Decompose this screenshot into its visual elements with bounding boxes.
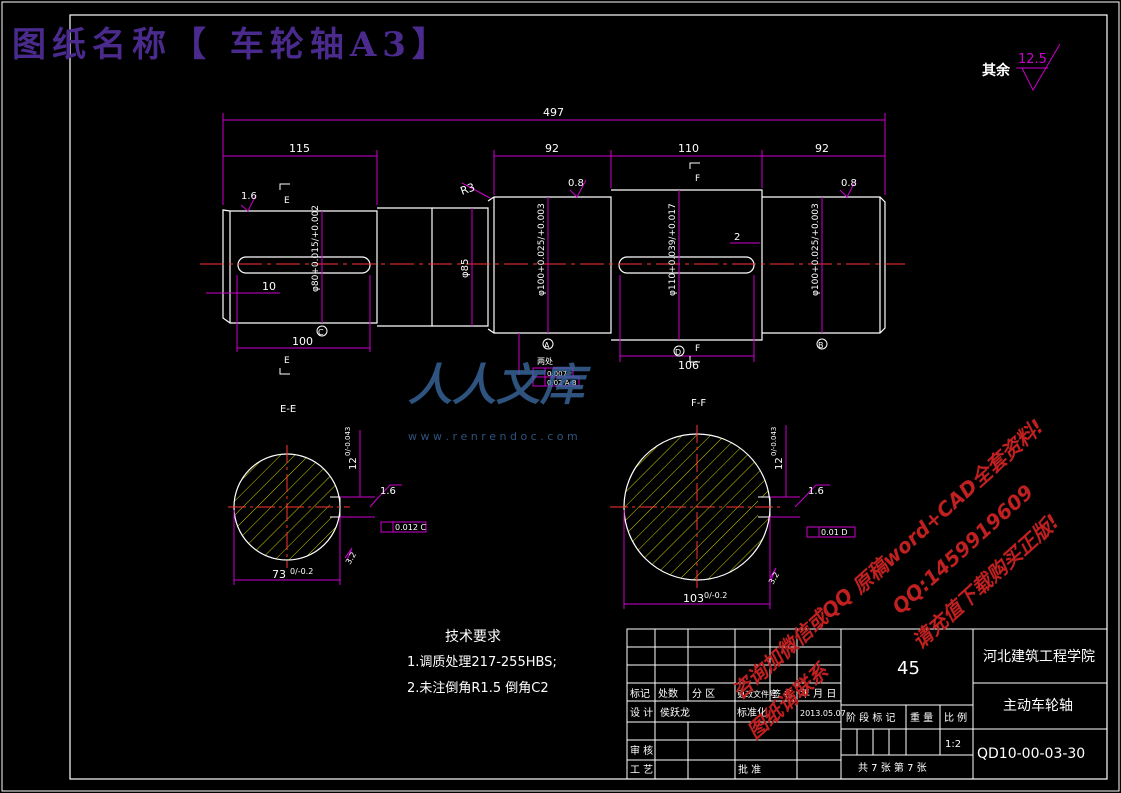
tb-r-designer: 侯跃龙 (660, 706, 690, 719)
section-ee-dims (233, 430, 427, 585)
dim-d80: φ80+0.015/+0.002 (311, 205, 321, 292)
gdt-label: 两处 (537, 356, 553, 366)
section-ff (610, 425, 780, 590)
ff-rough: 1.6 (808, 486, 824, 497)
ee-sym: 0.012 C (395, 523, 426, 532)
datum-label-4: B (818, 341, 824, 350)
dim-overall: 497 (543, 106, 564, 119)
gdt-tol-2: 0.02 A-B (547, 379, 577, 387)
tb-r-std: 标准化 (737, 706, 767, 719)
dim-d85: φ85 (460, 259, 471, 278)
tb-sheets: 共 7 张 第 7 张 (858, 761, 927, 774)
dim-radius: R3 (459, 181, 477, 198)
section-mark-f-bot: F (695, 344, 700, 354)
watermark-brand: 人人文库 (408, 360, 591, 411)
dim-keyway-left: 100 (292, 335, 313, 348)
dim-d110: φ110+0.039/+0.017 (668, 203, 678, 296)
ff-width-tol: 0/-0.2 (704, 591, 727, 600)
dim-seg1: 115 (289, 142, 310, 155)
tb-r-design: 设 计 (630, 706, 653, 719)
tb-h-mark: 标记 (630, 688, 650, 700)
tb-r-approve: 批 准 (738, 763, 761, 776)
tb-material: 45 (897, 658, 920, 679)
tb-h-date: 年 月 日 (800, 687, 836, 700)
tb-r-review: 审 核 (630, 744, 653, 757)
ee-key-tol: 0/-0.043 (344, 427, 352, 456)
rough-c: 0.8 (841, 178, 857, 189)
dim-key-small: 2 (734, 232, 740, 243)
datum-label-1: C (318, 328, 324, 337)
dim-keyway-right: 106 (678, 359, 699, 372)
tech-line-2: 2.未注倒角R1.5 倒角C2 (407, 681, 549, 696)
title-block (626, 628, 1108, 780)
section-title-ee: E-E (280, 404, 296, 415)
tb-school: 河北建筑工程学院 (983, 649, 1095, 665)
dimension-lines (206, 113, 886, 362)
tech-line-1: 1.调质处理217-255HBS; (407, 655, 557, 670)
ee-rough-side: 3.2 (344, 550, 358, 566)
ee-width: 73 (272, 568, 286, 581)
tb-h-zone: 分 区 (692, 688, 715, 700)
tb-part-name: 主动车轮轴 (1003, 697, 1073, 714)
gdt-frame (518, 333, 580, 387)
ff-sym: 0.01 D (821, 528, 848, 537)
roughness-marks (240, 179, 857, 212)
tb-c-stage: 阶 段 标 记 (846, 711, 896, 724)
section-mark-e-bot: E (284, 356, 290, 366)
section-title-ff: F-F (691, 398, 706, 409)
dim-keyway-offset: 10 (262, 280, 276, 293)
tb-h-doc: 更改文件号 (737, 689, 777, 699)
datum-label-2: A (544, 341, 550, 350)
tb-c-weight: 重 量 (910, 711, 933, 724)
rough-b: 0.8 (568, 178, 584, 189)
ee-key: 12 (348, 457, 359, 470)
ff-key: 12 (774, 457, 785, 470)
section-ff-dims (623, 425, 856, 609)
datum-label-3: D (675, 348, 681, 357)
shaft-outline (222, 189, 886, 341)
inner-frame (69, 14, 1108, 780)
watermark-url: w w w . r e n r e n d o c . c o m (408, 430, 578, 443)
surface-rest-value: 12.5 (1018, 52, 1047, 67)
dim-seg3: 110 (678, 142, 699, 155)
section-ee (228, 445, 350, 568)
drawing-title: 图纸名称【 车轮轴A3】 (12, 25, 452, 65)
tb-drawing-no: QD10-00-03-30 (977, 746, 1085, 762)
tb-h-sign: 签 名 (772, 688, 793, 700)
tb-r-process: 工 艺 (630, 764, 653, 776)
section-mark-e-top: E (284, 196, 290, 206)
dim-d100b: φ100+0.025/+0.003 (811, 203, 821, 296)
dim-seg2: 92 (545, 142, 559, 155)
datum-markers (316, 325, 828, 357)
dim-seg4: 92 (815, 142, 829, 155)
rough-a: 1.6 (241, 191, 257, 202)
tb-c-scale: 比 例 (944, 711, 967, 724)
ee-rough: 1.6 (380, 486, 396, 497)
tb-h-qty: 处数 (658, 687, 678, 700)
surface-rest-label: 其余 (982, 62, 1011, 79)
roughness-symbol-rest (1016, 43, 1061, 92)
ff-width: 103 (683, 592, 704, 605)
section-marks (279, 162, 700, 375)
dim-d100a: φ100+0.025/+0.003 (537, 203, 547, 296)
tech-title: 技术要求 (445, 629, 501, 645)
tb-r-date: 2013.05.07 (800, 709, 846, 718)
tb-scale: 1:2 (945, 739, 961, 750)
section-mark-f-top: F (695, 174, 700, 184)
gdt-tol-1: 0.007 (547, 370, 567, 378)
ee-width-tol: 0/-0.2 (290, 567, 313, 576)
ff-rough-side: 3.2 (767, 570, 781, 586)
ff-key-tol: 0/-0.043 (770, 427, 778, 456)
